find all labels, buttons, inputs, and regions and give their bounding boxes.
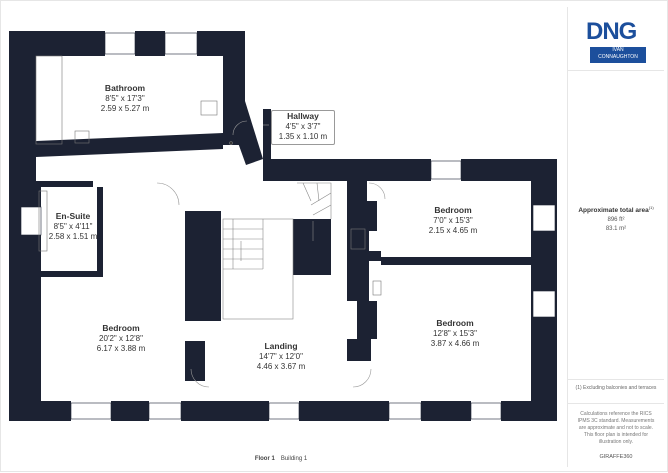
area-sqft: 896 ft² [607,217,625,223]
room-dimensions-metric: 1.35 x 1.10 m [278,131,328,141]
footnote: (1) Excluding balconies and terraces [575,385,657,391]
room-landing: Landing 14'7" x 12'0" 4.46 x 3.67 m [257,341,305,372]
fixtures [35,55,382,296]
room-bedroom-3: Bedroom 12'8" x 15'3" 3.87 x 4.66 m [431,318,479,349]
room-name: Bedroom [436,318,474,328]
room-name: Hallway [287,111,319,121]
room-dimensions-imperial: 12'8" x 15'3" [433,328,477,338]
room-dimensions-imperial: 14'7" x 12'0" [259,351,303,361]
room-dimensions-imperial: 4'5" x 3'7" [285,121,321,131]
room-bedroom-2: Bedroom 7'0" x 15'3" 2.15 x 4.65 m [429,205,477,236]
info-panel: DNG IVAN CONNAUGHTON Approximate total a… [567,7,664,467]
room-name: Bathroom [104,83,146,93]
room-dimensions-metric: 4.46 x 3.67 m [256,361,306,371]
room-dimensions-metric: 3.87 x 4.66 m [430,338,480,348]
floor-label: Floor 1 Building 1 [201,456,361,462]
floor-name: Floor 1 [254,456,275,462]
room-dimensions-imperial: 8'5" x 17'3" [105,93,145,103]
divider [568,70,664,71]
logo-text: DNG [586,18,637,45]
divider [568,379,664,380]
area-footnote-marker: (1) [648,205,654,210]
disclaimer: Calculations reference the RICS IPMS 3C … [577,411,655,445]
dng-logo: DNG IVAN CONNAUGHTON [586,19,646,67]
room-name: Bedroom [102,323,140,333]
area-title: Approximate total area(1) [568,205,664,214]
room-dimensions-imperial: 20'2" x 12'8" [99,333,143,343]
room-bedroom-1: Bedroom 20'2" x 12'8" 6.17 x 3.88 m [97,323,145,354]
room-dimensions-metric: 2.59 x 5.27 m [100,103,150,113]
logo-sub2: CONNAUGHTON [598,54,638,60]
room-bathroom: Bathroom 8'5" x 17'3" 2.59 x 5.27 m [101,83,149,114]
room-dimensions-metric: 6.17 x 3.88 m [96,343,146,353]
room-hallway: Hallway 4'5" x 3'7" 1.35 x 1.10 m [271,110,335,145]
logo-subtitle: IVAN CONNAUGHTON [590,47,646,63]
room-dimensions-metric: 2.58 x 1.51 m [48,231,98,241]
staircase [222,182,332,320]
floor-plan-drawing [9,31,557,421]
room-dimensions-metric: 2.15 x 4.65 m [428,225,478,235]
giraffe360-brand: GIRAFFE360 [599,454,633,460]
room-name: En-Suite [55,211,91,221]
area-sqm: 83.1 m² [605,226,627,232]
doors [156,120,386,388]
area-title-text: Approximate total area [578,207,649,215]
room-en-suite: En-Suite 8'5" x 4'11" 2.58 x 1.51 m [49,211,97,242]
room-name: Bedroom [434,205,472,215]
room-name: Landing [264,341,298,351]
room-dimensions-imperial: 8'5" x 4'11" [53,221,93,231]
room-dimensions-imperial: 7'0" x 15'3" [433,215,473,225]
building-name: Building 1 [280,456,308,462]
windows [20,32,556,420]
divider [568,403,664,404]
logo-sub1: IVAN [612,47,624,53]
